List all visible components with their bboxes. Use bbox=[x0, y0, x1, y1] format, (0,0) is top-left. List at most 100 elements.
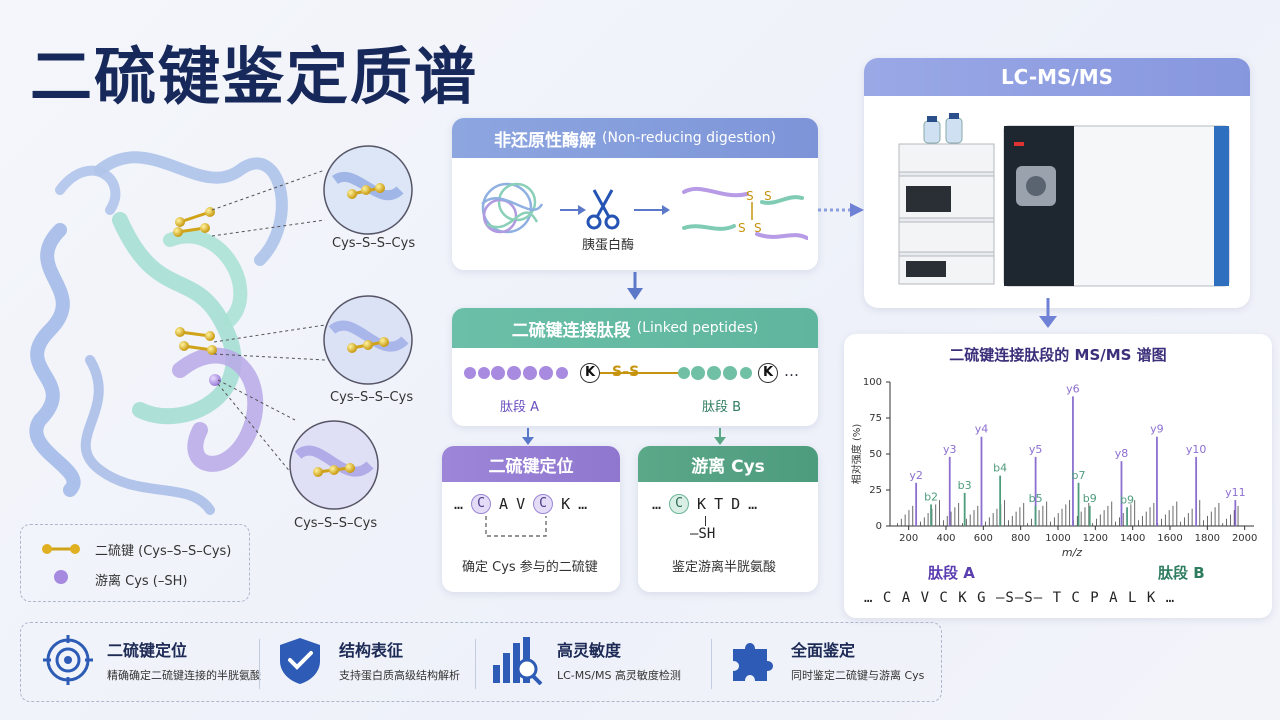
peak-label: b2 bbox=[924, 490, 938, 503]
free-cys-icon bbox=[54, 570, 68, 584]
legend-bond-label: 二硫键 (Cys–S–S–Cys) bbox=[95, 544, 232, 559]
zoom-circle bbox=[323, 145, 413, 235]
peptide-b-label: 肽段 B bbox=[702, 400, 742, 415]
mass-spectrometer-illustration bbox=[898, 113, 1230, 287]
seq-residue: D bbox=[731, 495, 741, 513]
free-cys-sequence: … C K T D … bbox=[652, 494, 757, 514]
disulfide-bond-icon bbox=[42, 544, 80, 554]
peptide-a-label: 肽段 A bbox=[500, 400, 540, 415]
feature-item: 全面鉴定 同时鉴定二硫键与游离 Cys bbox=[727, 635, 924, 685]
peak-label: b5 bbox=[1029, 492, 1043, 505]
feature-desc: LC-MS/MS 高灵敏度检测 bbox=[557, 669, 681, 682]
x-tick-label: 1600 bbox=[1157, 533, 1182, 544]
flow-arrow-icon bbox=[818, 203, 864, 217]
seq-residue: A bbox=[499, 495, 509, 513]
seq-residue: V bbox=[516, 495, 526, 513]
flow-arrow-icon bbox=[714, 428, 726, 445]
x-tick-label: 1000 bbox=[1045, 533, 1070, 544]
lcms-card: LC-MS/MS bbox=[864, 58, 1250, 308]
y-axis-label: 相对强度 (%) bbox=[850, 424, 863, 485]
seq-residue: … bbox=[454, 495, 464, 513]
free-cys-marker bbox=[209, 374, 221, 386]
protein-structure-illustration bbox=[29, 145, 413, 515]
seq-residue: … bbox=[748, 495, 758, 513]
linked-header: 二硫键连接肽段 (Linked peptides) bbox=[452, 308, 818, 348]
x-tick-label: 2000 bbox=[1232, 533, 1257, 544]
digestion-header: 非还原性酶解 (Non-reducing digestion) bbox=[452, 118, 818, 158]
flow-arrow-icon bbox=[522, 428, 534, 445]
peak-label: b3 bbox=[958, 479, 972, 492]
digestion-subtitle: (Non-reducing digestion) bbox=[602, 130, 776, 146]
peak-label: b7 bbox=[1072, 469, 1086, 482]
digestion-title: 非还原性酶解 bbox=[494, 130, 597, 151]
y-tick-label: 75 bbox=[869, 413, 882, 424]
peak-label: y9 bbox=[1150, 423, 1164, 436]
peak-label: y5 bbox=[1029, 443, 1043, 456]
flow-arrow-icon bbox=[627, 272, 643, 300]
feature-bar: 二硫键定位 精确确定二硫键连接的半胱氨酸 结构表征 支持蛋白质高级结构解析 高灵… bbox=[20, 622, 942, 702]
sh-bond-line bbox=[705, 516, 706, 526]
linked-peptides-card: 二硫键连接肽段 (Linked peptides) K S–S K … 肽段 A… bbox=[452, 308, 818, 426]
x-tick-label: 1800 bbox=[1195, 533, 1220, 544]
peak-label: y3 bbox=[943, 443, 957, 456]
sh-label: –SH bbox=[690, 526, 716, 542]
spectrum-title: 二硫键连接肽段的 MS/MS 谱图 bbox=[949, 346, 1167, 364]
localization-card: 二硫键定位 … C A V C K … 确定 Cys 参与的二硫键 bbox=[442, 446, 620, 592]
feature-title: 全面鉴定 bbox=[791, 641, 856, 660]
feature-title: 二硫键定位 bbox=[107, 641, 188, 660]
free-cys-title: 游离 Cys bbox=[638, 446, 818, 482]
divider bbox=[259, 639, 260, 689]
cleaved-peptides-icon bbox=[682, 186, 808, 240]
feature-title: 高灵敏度 bbox=[557, 641, 622, 660]
shield-check-icon bbox=[280, 638, 320, 684]
peak-label: y4 bbox=[975, 423, 989, 436]
feature-title: 结构表征 bbox=[339, 641, 404, 660]
legend: 二硫键 (Cys–S–S–Cys) 游离 Cys (–SH) bbox=[20, 524, 250, 602]
linked-peptide-chain bbox=[464, 366, 752, 380]
localization-sequence: … C A V C K … bbox=[454, 494, 587, 514]
cys-link-bracket bbox=[485, 516, 547, 537]
enzyme-label: 胰蛋白酶 bbox=[582, 238, 635, 253]
free-cys-desc: 鉴定游离半胱氨酸 bbox=[672, 560, 777, 575]
seq-residue: K bbox=[697, 495, 707, 513]
spectrum-peptide-b: 肽段 B bbox=[1158, 564, 1205, 582]
lcms-title: LC-MS/MS bbox=[864, 58, 1250, 96]
linked-subtitle: (Linked peptides) bbox=[636, 320, 759, 336]
feature-desc: 精确确定二硫键连接的半胱氨酸 bbox=[107, 669, 261, 682]
feature-item: 高灵敏度 LC-MS/MS 高灵敏度检测 bbox=[489, 635, 681, 685]
peak-label: b9 bbox=[1120, 493, 1134, 506]
flow-arrow-icon bbox=[1039, 298, 1057, 328]
peak-label: y10 bbox=[1186, 443, 1207, 456]
peak-label: y2 bbox=[909, 469, 923, 482]
puzzle-icon bbox=[733, 643, 773, 681]
zoom-circle bbox=[323, 295, 413, 385]
y-tick-label: 100 bbox=[863, 377, 882, 388]
divider bbox=[475, 639, 476, 689]
zoom-label: Cys–S–S–Cys bbox=[332, 236, 416, 251]
folded-protein-icon bbox=[481, 182, 544, 234]
x-tick-label: 600 bbox=[974, 533, 993, 544]
scissors-icon bbox=[586, 189, 620, 230]
seq-residue: T bbox=[714, 495, 724, 513]
lysine-marker: K bbox=[758, 363, 778, 383]
y-tick-label: 25 bbox=[869, 485, 882, 496]
x-tick-label: 400 bbox=[936, 533, 955, 544]
svg-text:S: S bbox=[754, 221, 762, 235]
spectrum-peptide-a: 肽段 A bbox=[928, 564, 975, 582]
peak-label: y6 bbox=[1066, 382, 1080, 395]
seq-cys-residue: C bbox=[533, 494, 554, 514]
spectrum-sequence: … C A V C K G —S–S— T C P A L K … bbox=[864, 590, 1176, 606]
free-cys-card: 游离 Cys … C K T D … –SH 鉴定游离半胱氨酸 bbox=[638, 446, 818, 592]
chain-ellipsis: … bbox=[784, 362, 799, 380]
x-tick-label: 800 bbox=[1011, 533, 1030, 544]
feature-item: 结构表征 支持蛋白质高级结构解析 bbox=[275, 635, 460, 685]
svg-text:S: S bbox=[764, 189, 772, 203]
seq-cys-residue: C bbox=[471, 494, 492, 514]
peak-label: b4 bbox=[993, 462, 1007, 475]
zoom-label: Cys–S–S–Cys bbox=[330, 390, 414, 405]
lysine-marker: K bbox=[580, 363, 600, 383]
y-tick-label: 0 bbox=[876, 521, 882, 532]
